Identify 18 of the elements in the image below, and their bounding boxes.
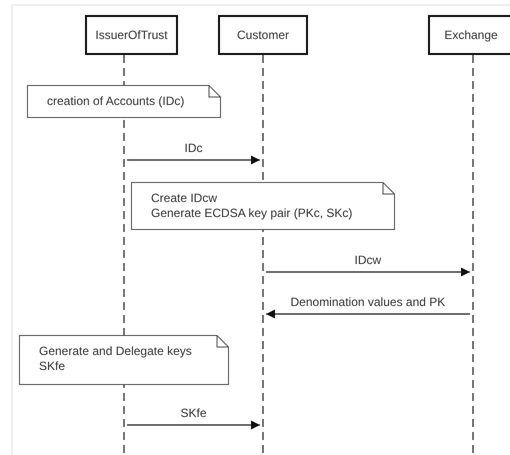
message-label: IDc xyxy=(184,141,202,155)
note-box xyxy=(19,335,229,385)
message-arrow xyxy=(127,420,260,430)
message-arrow xyxy=(266,310,470,318)
note-box xyxy=(131,182,395,230)
note-text: creation of Accounts (IDc) xyxy=(47,94,184,109)
note-text: Generate ECDSA key pair (PKc, SKc) xyxy=(151,206,352,221)
note-box xyxy=(27,85,221,118)
message-arrow xyxy=(127,156,260,164)
participant-box: IssuerOfTrust xyxy=(85,15,178,55)
participant-box: Exchange xyxy=(428,15,510,55)
note-text: Create IDcw xyxy=(151,191,218,206)
message-label: SKfe xyxy=(180,406,207,420)
message-arrow xyxy=(266,268,470,276)
note-text: Generate and Delegate keys SKfe xyxy=(39,344,193,374)
message-label: IDcw xyxy=(354,253,382,267)
participant-box: Customer xyxy=(218,15,308,55)
message-label: Denomination values and PK xyxy=(290,295,446,309)
